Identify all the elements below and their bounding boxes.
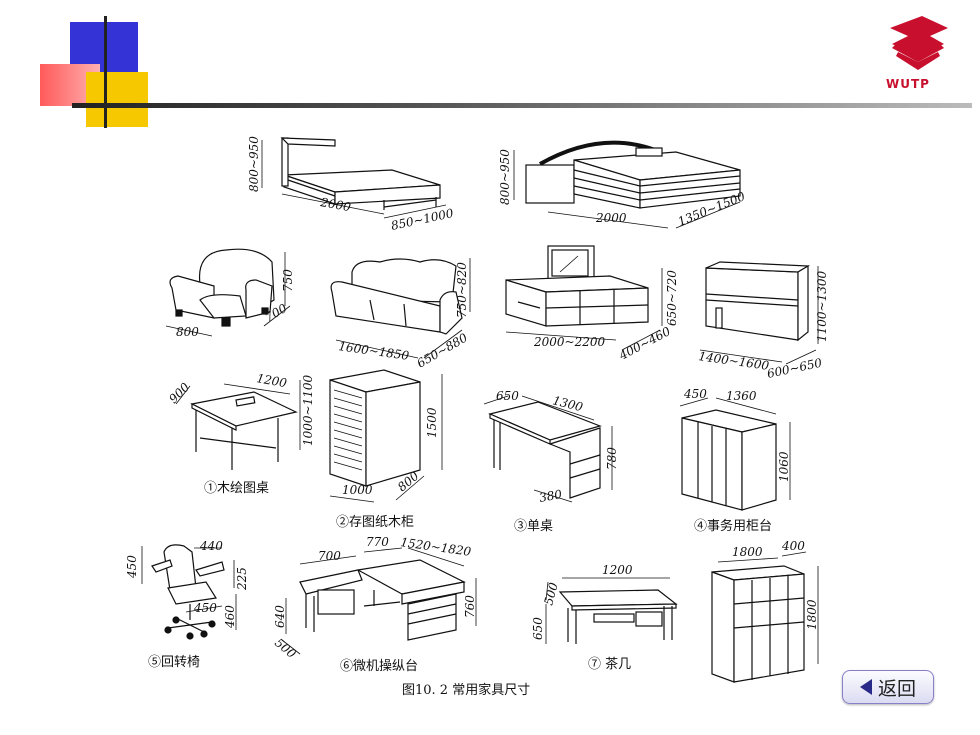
armchair-drawing (165, 248, 291, 337)
swivel-chair-seat-width-label: 450 (193, 601, 217, 615)
armchair-height-label: 750 (281, 269, 295, 292)
office-cabinet-height-label: 1060 (777, 451, 791, 482)
computer-desk-depth-label: 500 (272, 636, 299, 662)
computer-desk-h1-label: 640 (273, 605, 287, 628)
single-desk-depth-label: 650 (496, 389, 519, 403)
double-bed-drawing (513, 140, 741, 229)
swivel-chair-arm-label: 225 (235, 567, 249, 591)
back-arrow-icon (859, 679, 872, 695)
wutp-logo-icon (890, 16, 948, 70)
computer-desk-h2-label: 760 (463, 595, 477, 618)
office-cabinet-caption: ④事务用柜台 (694, 518, 772, 534)
single-desk-pedestal-label: 380 (538, 487, 563, 505)
swivel-chair-caption: ⑤回转椅 (148, 655, 200, 670)
armchair-width-label: 800 (176, 325, 199, 339)
computer-desk-caption: ⑥微机操纵台 (340, 658, 418, 674)
bookcase-drawing (711, 551, 819, 683)
single-desk-drawing (483, 395, 613, 503)
figure-caption: 图10. 2 常用家具尺寸 (402, 682, 530, 698)
swivel-chair-drawing (141, 544, 237, 640)
deco-square-yellow (86, 72, 148, 127)
tv-cabinet-length-label: 2000~2200 (533, 335, 605, 349)
tv-cabinet-drawing (505, 245, 663, 351)
swivel-chair-width-label: 440 (199, 539, 223, 553)
single-desk-caption: ③单桌 (514, 519, 553, 534)
header-rule (72, 103, 972, 108)
double-bed-length-label: 2000 (595, 211, 627, 225)
office-cabinet-width-label: 1360 (726, 389, 757, 403)
drafting-table-depth-label: 900 (166, 380, 192, 406)
drafting-table-height-label: 1000~1100 (301, 375, 315, 446)
sofa-height-label: 750~820 (455, 262, 469, 318)
piano-height-label: 1100~1300 (815, 271, 829, 342)
back-button-label: 返回 (877, 677, 916, 700)
bookcase-width-label: 1800 (732, 545, 763, 559)
single-desk-height-label: 780 (605, 447, 619, 470)
back-button[interactable]: 返回 (842, 670, 934, 704)
tea-table-height-label: 650 (531, 617, 545, 640)
piano-drawing (699, 261, 819, 365)
piano-length-label: 1400~1600 (698, 349, 771, 373)
drafting-table-width-label: 1200 (255, 371, 288, 390)
office-cabinet-depth-label: 450 (683, 387, 707, 401)
tea-table-length-label: 1200 (602, 563, 633, 577)
single-bed-length-label: 2000 (318, 195, 352, 214)
sofa-depth-label: 650~880 (415, 330, 471, 370)
swivel-chair-back-label: 450 (125, 555, 139, 579)
drawing-cabinet-drawing (329, 369, 443, 503)
tv-cabinet-depth-label: 400~460 (616, 324, 673, 363)
office-cabinet-drawing (679, 397, 791, 511)
bookcase-depth-label: 400 (781, 539, 805, 553)
drafting-table-drawing (175, 380, 301, 470)
computer-desk-c-label: 1520~1820 (400, 535, 473, 559)
logo-text: WUTP (886, 77, 930, 91)
computer-desk-drawing (281, 547, 477, 655)
drawing-cabinet-caption: ②存图纸木柜 (336, 515, 414, 530)
tea-table-drawing (545, 577, 678, 644)
swivel-chair-seat-height-label: 460 (223, 605, 237, 629)
piano-depth-label: 600~650 (766, 356, 824, 381)
tea-table-caption: ⑦ 茶几 (588, 656, 631, 672)
drawing-cabinet-width-label: 1000 (342, 483, 373, 497)
single-bed-height-label: 800~950 (247, 136, 261, 192)
sofa-drawing (330, 258, 471, 359)
double-bed-height-label: 800~950 (498, 149, 512, 205)
tv-cabinet-height-label: 650~720 (665, 270, 679, 326)
drawing-cabinet-height-label: 1500 (425, 407, 439, 438)
sofa-length-label: 1600~1850 (338, 339, 411, 363)
computer-desk-b-label: 770 (366, 535, 389, 549)
single-bed-drawing (261, 137, 447, 219)
computer-desk-a-label: 700 (318, 549, 341, 563)
tea-table-depth-label: 500 (541, 581, 561, 607)
bookcase-height-label: 1800 (805, 599, 819, 630)
deco-vertical-line (104, 16, 107, 128)
drafting-table-caption: ①木绘图桌 (204, 481, 269, 496)
